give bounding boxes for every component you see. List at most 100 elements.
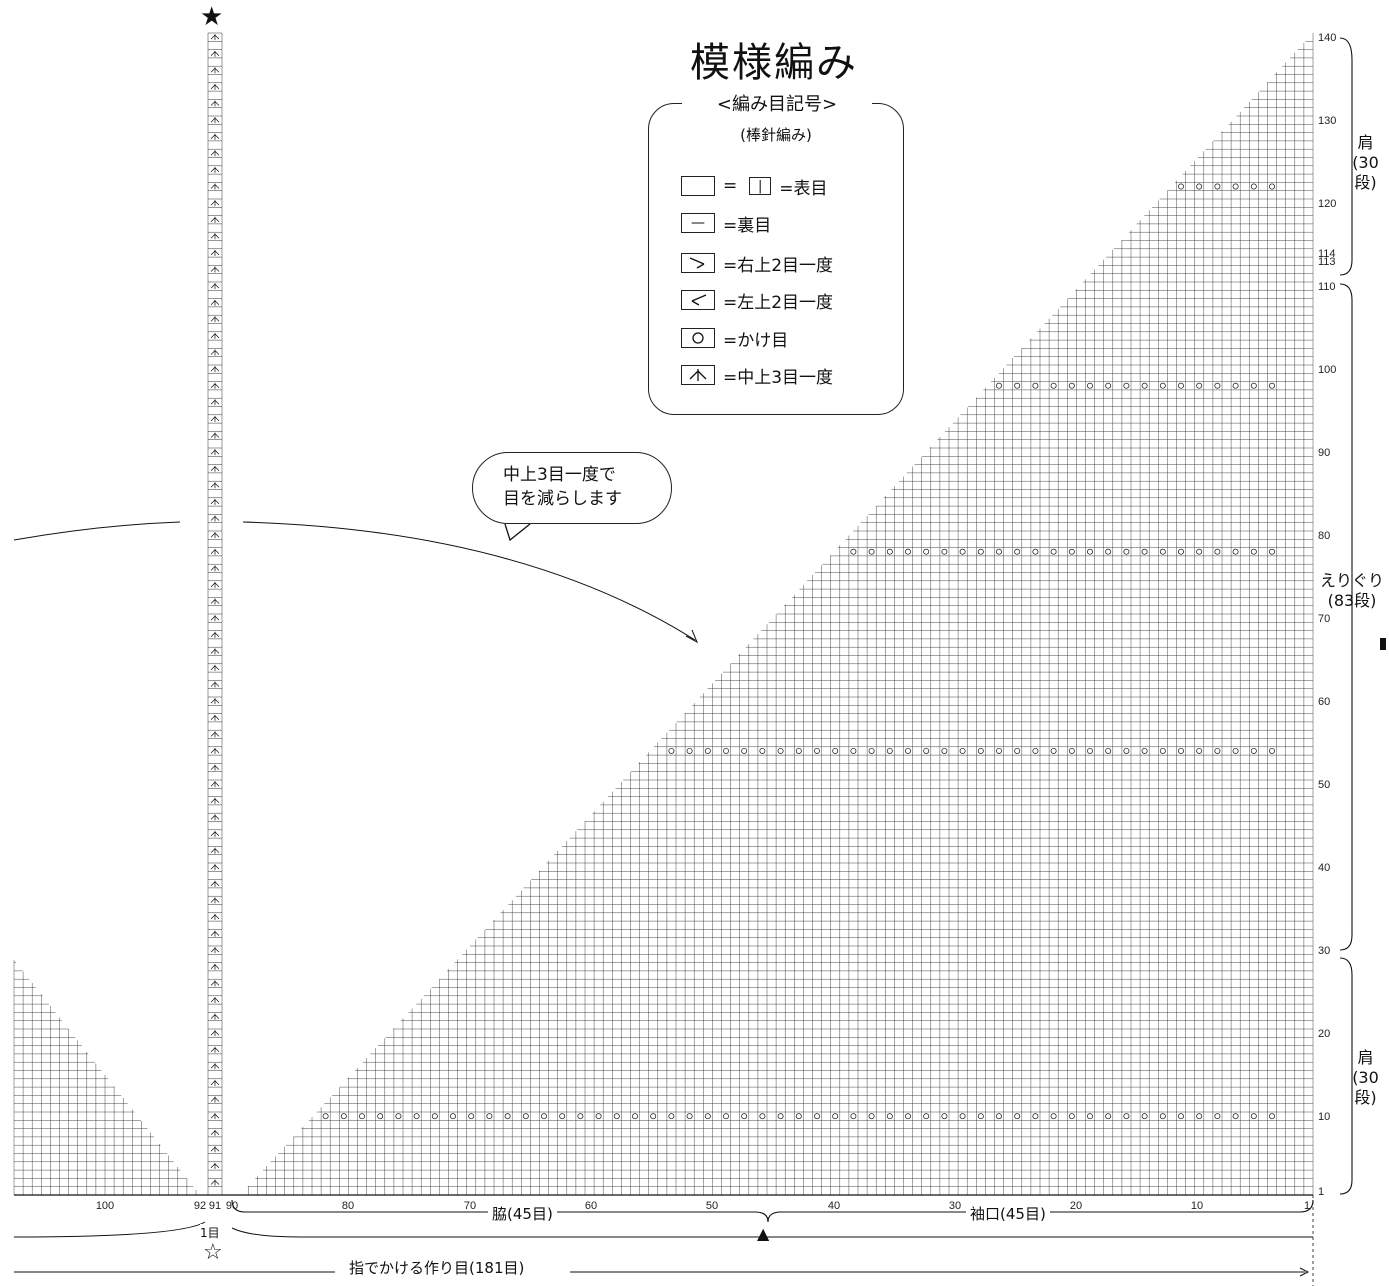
yarn-over-mark — [996, 1113, 1002, 1120]
stitch-number-label: 30 — [949, 1200, 961, 1212]
yarn-over-mark — [905, 548, 911, 555]
center-stitch-label: 1目 — [200, 1224, 220, 1241]
center-decrease-mark — [210, 781, 220, 788]
yarn-over-mark — [905, 747, 911, 754]
yarn-over-mark — [1250, 548, 1257, 555]
yarn-over-mark — [814, 747, 820, 754]
center-decrease-mark — [210, 1030, 220, 1037]
section-shoulder-bottom: 肩 (30段) — [1342, 1048, 1389, 1108]
section-shoulder-top: 肩 (30段) — [1342, 133, 1389, 193]
yarn-over-mark — [1105, 1113, 1112, 1120]
yarn-over-mark — [704, 1113, 711, 1120]
yarn-over-mark — [923, 548, 930, 555]
center-decrease-mark — [210, 432, 220, 439]
yarn-over-mark — [1068, 382, 1075, 389]
row-number-label: 10 — [1318, 1111, 1330, 1123]
center-decrease-mark — [210, 266, 220, 273]
row-number-label: 114 — [1318, 248, 1336, 260]
center-decrease-mark — [210, 1146, 220, 1153]
center-decrease-mark — [210, 731, 220, 738]
yarn-over-mark — [1032, 1113, 1039, 1120]
yarn-over-mark — [359, 1113, 365, 1120]
center-decrease-mark — [210, 299, 220, 306]
yarn-over-mark — [1014, 1113, 1021, 1120]
yarn-over-mark — [1068, 548, 1075, 555]
yarn-over-mark — [1159, 747, 1166, 754]
yarn-over-mark — [1068, 747, 1075, 754]
yarn-over-mark — [1159, 548, 1166, 555]
center-decrease-mark — [210, 980, 220, 987]
legend-row-purl: — =裏目 — [681, 212, 771, 236]
yarn-over-mark — [923, 747, 930, 754]
yarn-over-mark — [650, 1113, 657, 1120]
left-chart-grid — [13, 960, 200, 1196]
yarn-over-mark — [1269, 382, 1275, 389]
knit-mark-icon: | — [749, 177, 772, 195]
row-number-label: 80 — [1318, 530, 1330, 542]
yarn-over-mark — [1178, 183, 1184, 190]
legend-label-right-decrease: =右上2目一度 — [723, 255, 834, 276]
center-decrease-mark — [210, 880, 220, 887]
legend-row-knit: = | =表目 — [681, 175, 828, 199]
yarn-over-mark — [850, 747, 857, 754]
yarn-over-mark — [741, 747, 748, 754]
yarn-over-mark — [541, 1113, 547, 1120]
center-decrease-mark — [210, 216, 220, 223]
center-decrease-mark — [210, 830, 220, 837]
yarn-over-mark — [1050, 747, 1057, 754]
right-curve-arrow — [242, 521, 696, 641]
yarn-over-mark — [868, 1113, 875, 1120]
center-decrease-mark — [210, 1129, 220, 1136]
yarn-over-mark — [686, 1113, 693, 1120]
yarn-over-mark — [759, 747, 766, 754]
center-decrease-mark — [210, 83, 220, 90]
yarn-over-mark — [1232, 1113, 1239, 1120]
yarn-over-mark — [1141, 1113, 1148, 1120]
knit-stitch-icon — [681, 176, 715, 196]
center-decrease-mark — [210, 515, 220, 522]
center-decrease-mark — [210, 133, 220, 140]
yarn-over-mark — [1105, 548, 1112, 555]
yarn-over-mark — [832, 747, 839, 754]
legend-row-center-decrease: =中上3目一度 — [681, 364, 833, 388]
center-decrease-mark — [210, 482, 220, 489]
yarn-over-mark — [377, 1113, 384, 1120]
yarn-over-mark — [832, 1113, 839, 1120]
center-decrease-mark — [210, 1179, 220, 1186]
row-number-label: 60 — [1318, 696, 1330, 708]
yarn-over-mark — [559, 1113, 566, 1120]
yarn-over-mark — [1123, 1113, 1130, 1120]
row-number-label: 1 — [1318, 1186, 1324, 1198]
center-column — [207, 32, 223, 1196]
center-decrease-mark — [210, 664, 220, 671]
center-decrease-mark — [210, 814, 220, 821]
yarn-over-mark — [486, 1113, 493, 1120]
center-decrease-mark — [210, 947, 220, 954]
yarn-over-mark — [923, 1113, 930, 1120]
yarn-over-mark — [686, 747, 693, 754]
right-decrease-icon — [681, 253, 715, 273]
yarn-over-mark — [1250, 382, 1257, 389]
row-number-label: 20 — [1318, 1028, 1330, 1040]
yarn-over-mark — [814, 1113, 820, 1120]
yarn-over-mark — [1214, 183, 1221, 190]
center-decrease-mark — [210, 366, 220, 373]
center-decrease-mark — [210, 1079, 220, 1086]
yarn-over-mark — [613, 1113, 620, 1120]
yarn-over-mark — [1032, 548, 1039, 555]
yarn-over-mark — [340, 1113, 347, 1120]
section-shoulder-top-title: 肩 — [1357, 133, 1374, 152]
yarn-over-mark — [1232, 183, 1239, 190]
yarn-over-mark — [1178, 382, 1184, 389]
yarn-over-mark — [522, 1113, 529, 1120]
center-decrease-mark — [210, 532, 220, 539]
yarn-over-mark — [704, 747, 711, 754]
yarn-over-mark — [1178, 747, 1184, 754]
center-decrease-mark — [210, 615, 220, 622]
stitch-number-label: 92 — [194, 1200, 206, 1212]
yarn-over-mark — [795, 747, 802, 754]
yarn-over-mark — [1123, 548, 1130, 555]
yarn-over-mark — [1250, 183, 1257, 190]
yarn-over-mark — [741, 1113, 748, 1120]
yarn-over-mark — [577, 1113, 584, 1120]
